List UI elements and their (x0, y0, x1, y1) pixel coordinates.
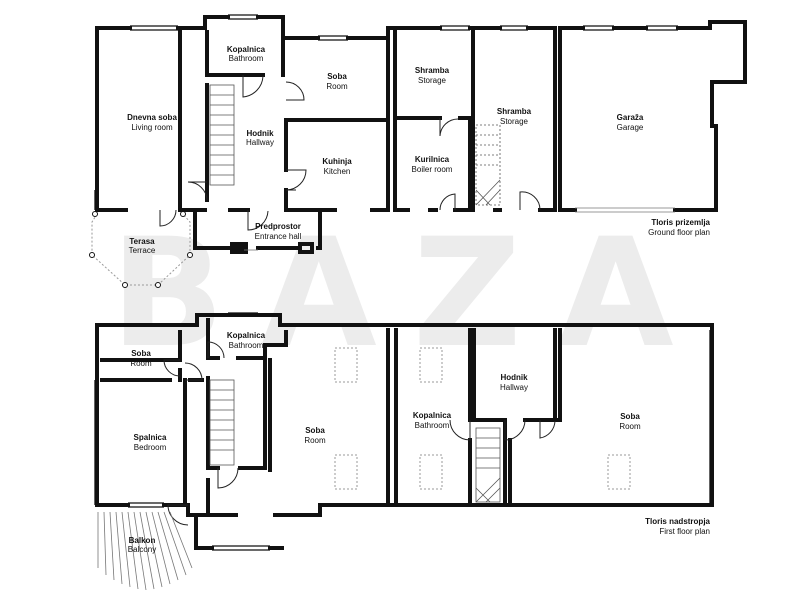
room-name-soba: Soba (327, 72, 347, 81)
room-en-bathroom: Bathroom (229, 54, 264, 63)
room-en-terrace: Terrace (129, 246, 156, 255)
room-name-predprostor: Predprostor (255, 222, 301, 231)
room-en-kitchen: Kitchen (324, 167, 351, 176)
room-name-dnevna-soba: Dnevna soba (127, 113, 177, 122)
room-en-hallway-ff: Hallway (500, 383, 528, 392)
room-name-kopalnica-ff: Kopalnica (227, 331, 266, 340)
room-name-shramba-2: Shramba (497, 107, 532, 116)
first-floor-plan: Soba Room Kopalnica Bathroom Spalnica Be… (94, 312, 714, 591)
balcony-hatch (97, 511, 193, 591)
room-en-room-small: Room (130, 359, 152, 368)
room-en-room: Room (326, 82, 348, 91)
first-floor-caption-en: First floor plan (659, 527, 710, 536)
room-en-storage: Storage (418, 76, 447, 85)
room-en-bathroom-ff: Bathroom (229, 341, 264, 350)
room-name-terasa: Terasa (129, 237, 155, 246)
room-en-entrance-hall: Entrance hall (255, 232, 302, 241)
ground-floor-caption: Tloris prizemlja (651, 218, 710, 227)
room-en-room-center: Room (304, 436, 326, 445)
room-en-room-right: Room (619, 422, 641, 431)
room-name-garaza: Garaža (617, 113, 644, 122)
room-en-bathroom-2: Bathroom (415, 421, 450, 430)
room-name-shramba: Shramba (415, 66, 450, 75)
room-en-bedroom: Bedroom (134, 443, 167, 452)
room-name-kuhinja: Kuhinja (322, 157, 352, 166)
room-en-storage-2: Storage (500, 117, 529, 126)
room-name-soba-center: Soba (305, 426, 325, 435)
room-name-hodnik-ff: Hodnik (500, 373, 528, 382)
room-name-hodnik: Hodnik (246, 129, 274, 138)
room-en-boiler-room: Boiler room (412, 165, 453, 174)
room-en-living-room: Living room (131, 123, 173, 132)
ground-floor-plan: Dnevna soba Living room Kopalnica Bathro… (89, 14, 747, 288)
room-name-kopalnica: Kopalnica (227, 45, 266, 54)
terrace-outline (89, 211, 193, 288)
room-name-soba-small: Soba (131, 349, 151, 358)
room-en-balcony: Balcony (128, 545, 156, 554)
watermark: BAZA (110, 207, 709, 381)
room-name-balkon: Balkon (129, 536, 156, 545)
room-en-hallway: Hallway (246, 138, 274, 147)
room-name-kopalnica-2: Kopalnica (413, 411, 452, 420)
first-floor-caption: Tloris nadstropja (645, 517, 710, 526)
room-name-soba-right: Soba (620, 412, 640, 421)
room-name-spalnica: Spalnica (134, 433, 167, 442)
room-en-garage: Garage (617, 123, 644, 132)
ground-floor-caption-en: Ground floor plan (648, 228, 710, 237)
room-name-kurilnica: Kurilnica (415, 155, 450, 164)
